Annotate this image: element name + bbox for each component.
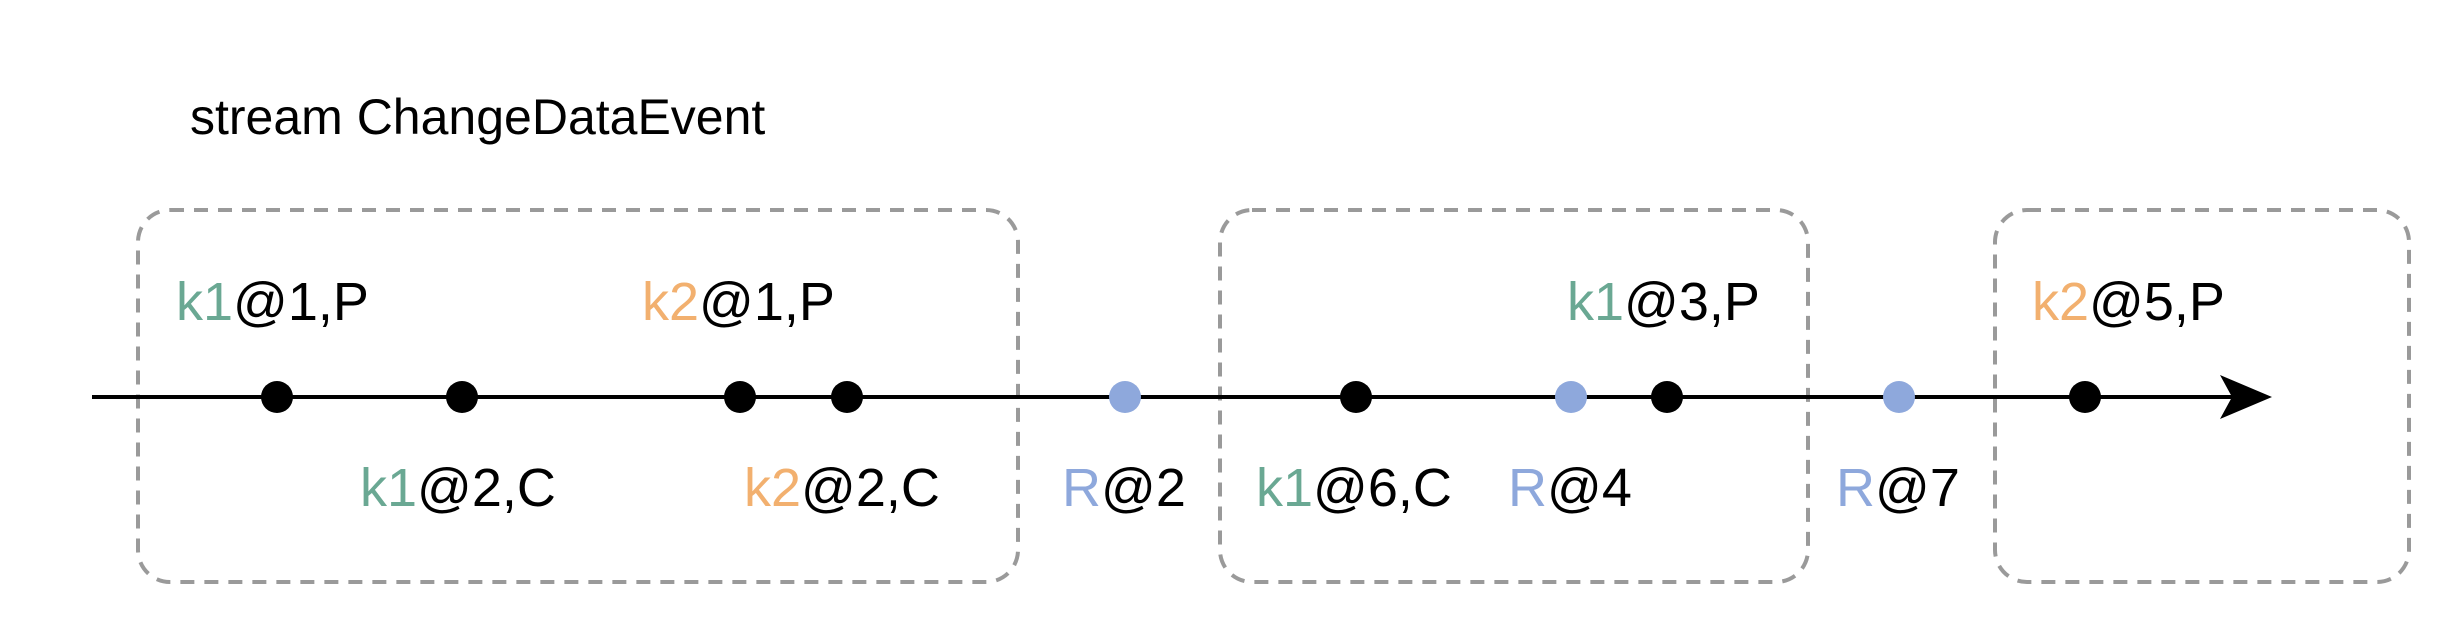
event-detail: @6,C: [1313, 458, 1452, 518]
barrier-dot: [1555, 381, 1587, 413]
event-key: k2: [2032, 272, 2089, 332]
barrier-label: R@2: [1062, 458, 1186, 518]
barrier-label: R@7: [1836, 458, 1960, 518]
barrier-detail: @4: [1547, 458, 1632, 518]
diagram-title: stream ChangeDataEvent: [190, 89, 765, 145]
barrier-key: R: [1062, 458, 1101, 518]
event-dot: [446, 381, 478, 413]
event-detail: @2,C: [801, 458, 940, 518]
event-dot: [831, 381, 863, 413]
event-label: k2@2,C: [744, 458, 940, 518]
barrier-detail: @2: [1101, 458, 1186, 518]
event-detail: @3,P: [1624, 272, 1760, 332]
barrier-label: R@4: [1508, 458, 1632, 518]
barrier-detail: @7: [1875, 458, 1960, 518]
timeline-arrowhead: [2220, 375, 2272, 419]
window-box-3: [1993, 208, 2411, 584]
event-dot: [724, 381, 756, 413]
event-detail: @2,C: [417, 458, 556, 518]
event-detail: @1,P: [699, 272, 835, 332]
event-dot: [1340, 381, 1372, 413]
event-dot: [1651, 381, 1683, 413]
barrier-dot: [1883, 381, 1915, 413]
barrier-key: R: [1836, 458, 1875, 518]
event-label: k1@3,P: [1567, 272, 1760, 332]
event-label: k2@1,P: [642, 272, 835, 332]
event-key: k1: [360, 458, 417, 518]
event-label: k1@1,P: [176, 272, 369, 332]
event-dot: [261, 381, 293, 413]
event-label: k2@5,P: [2032, 272, 2225, 332]
event-key: k2: [744, 458, 801, 518]
event-key: k1: [1567, 272, 1624, 332]
barrier-key: R: [1508, 458, 1547, 518]
event-label: k1@6,C: [1256, 458, 1452, 518]
event-dot: [2069, 381, 2101, 413]
event-key: k1: [176, 272, 233, 332]
event-detail: @5,P: [2089, 272, 2225, 332]
event-detail: @1,P: [233, 272, 369, 332]
barrier-dot: [1109, 381, 1141, 413]
event-label: k1@2,C: [360, 458, 556, 518]
event-key: k1: [1256, 458, 1313, 518]
event-key: k2: [642, 272, 699, 332]
